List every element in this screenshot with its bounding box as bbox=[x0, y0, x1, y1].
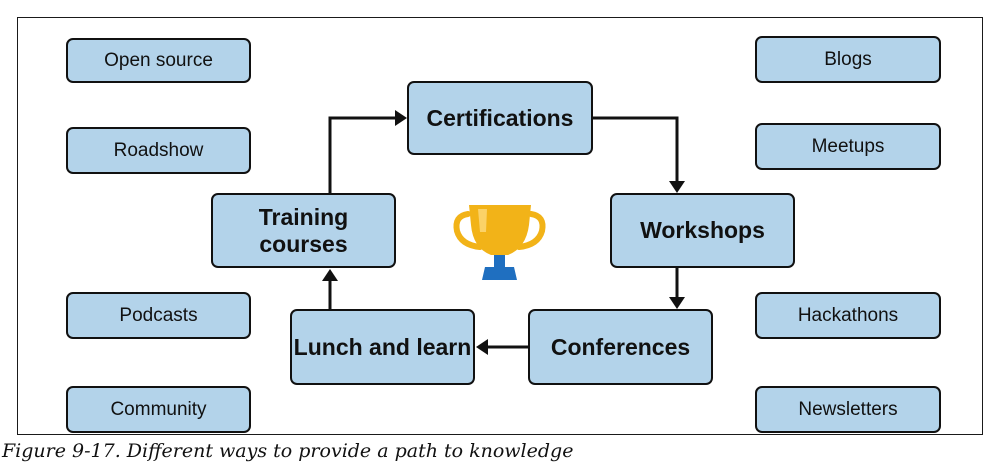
node-conferences: Conferences bbox=[528, 309, 713, 385]
arrow-training-to-certifications bbox=[328, 116, 396, 193]
arrowhead-lunch bbox=[476, 339, 488, 355]
figure-frame bbox=[17, 17, 983, 435]
arrow-certifications-to-workshops bbox=[593, 116, 679, 183]
arrowhead-workshops bbox=[669, 181, 685, 193]
node-meetups: Meetups bbox=[755, 123, 941, 170]
node-newsletters: Newsletters bbox=[755, 386, 941, 433]
node-hackathons: Hackathons bbox=[755, 292, 941, 339]
node-community: Community bbox=[66, 386, 251, 433]
arrowhead-certifications bbox=[395, 110, 407, 126]
node-certifications: Certifications bbox=[407, 81, 593, 155]
trophy-icon bbox=[453, 205, 546, 280]
node-workshops: Workshops bbox=[610, 193, 795, 268]
node-training-courses: Training courses bbox=[211, 193, 396, 268]
node-podcasts: Podcasts bbox=[66, 292, 251, 339]
arrowhead-training bbox=[322, 269, 338, 281]
node-roadshow: Roadshow bbox=[66, 127, 251, 174]
node-open-source: Open source bbox=[66, 38, 251, 83]
figure-caption: Figure 9-17. Different ways to provide a… bbox=[2, 440, 574, 462]
arrowhead-conferences bbox=[669, 297, 685, 309]
node-lunch-and-learn: Lunch and learn bbox=[290, 309, 475, 385]
node-blogs: Blogs bbox=[755, 36, 941, 83]
